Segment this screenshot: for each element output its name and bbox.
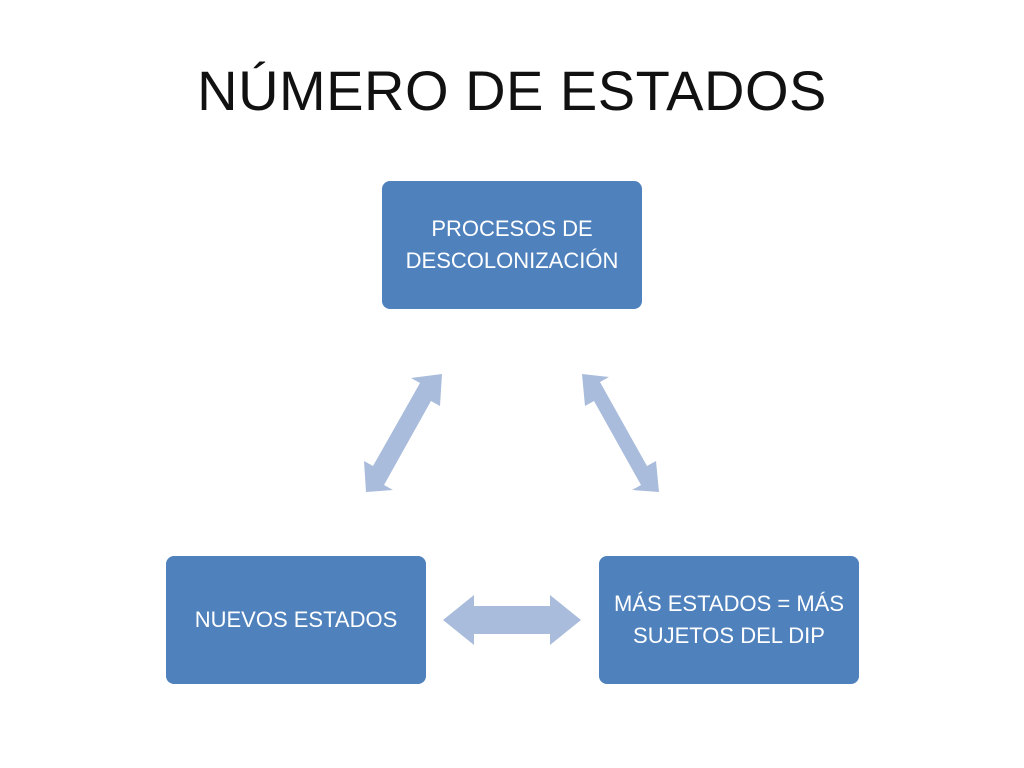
double-arrow-bottom <box>443 595 581 645</box>
slide-title: NÚMERO DE ESTADOS <box>197 59 827 122</box>
node-label: MÁS ESTADOS = MÁS SUJETOS DEL DIP <box>613 591 845 648</box>
double-arrow-top-right <box>582 374 659 492</box>
node-procesos-descolonizacion: PROCESOS DE DESCOLONIZACIÓN <box>382 181 642 309</box>
node-nuevos-estados: NUEVOS ESTADOS <box>166 556 426 684</box>
double-arrow-top-left <box>364 374 442 492</box>
node-label: PROCESOS DE DESCOLONIZACIÓN <box>405 216 619 273</box>
node-mas-estados: MÁS ESTADOS = MÁS SUJETOS DEL DIP <box>599 556 859 684</box>
node-label: NUEVOS ESTADOS <box>194 607 398 632</box>
